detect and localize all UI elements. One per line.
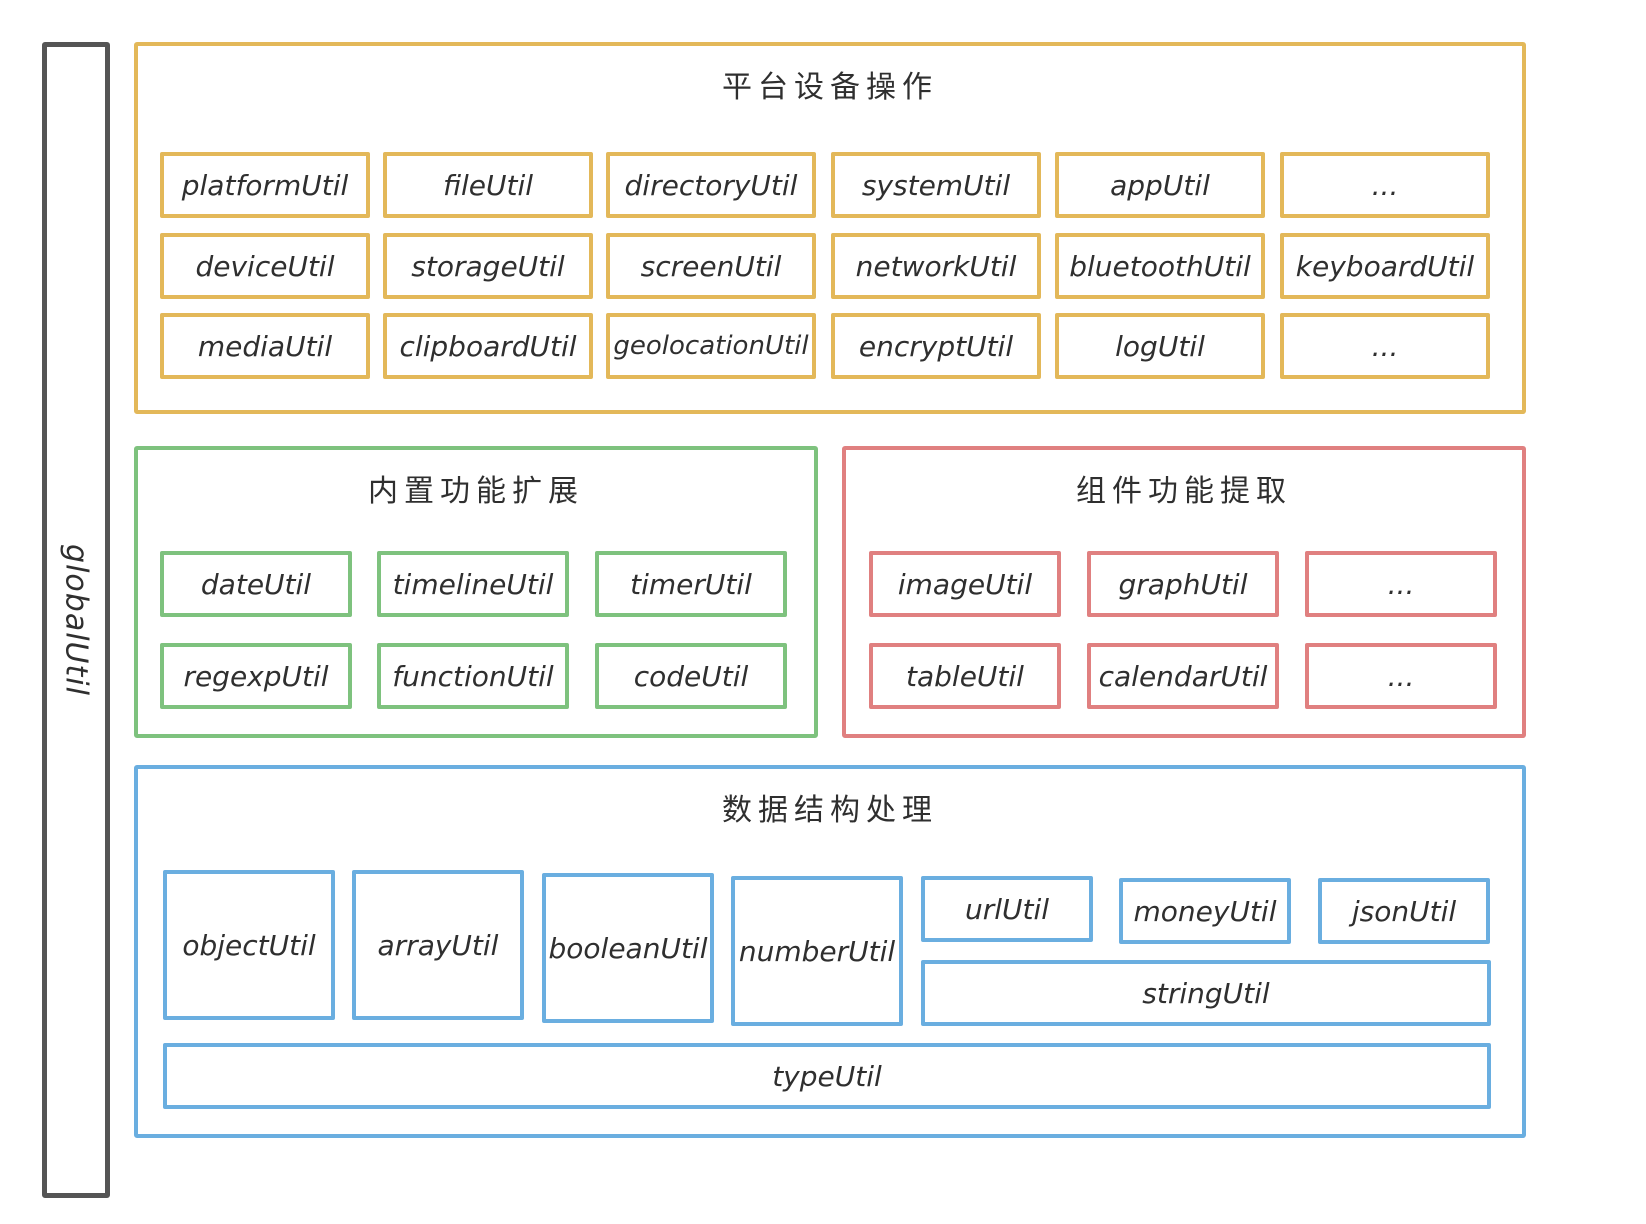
platform-title: 平台设备操作 <box>722 70 938 105</box>
app-util-box: appUtil <box>1055 152 1265 218</box>
component-panel: 组件功能提取 <box>842 446 1526 738</box>
media-util-box: mediaUtil <box>160 313 370 379</box>
boolean-util-box: booleanUtil <box>542 873 714 1023</box>
calendar-util-box: calendarUtil <box>1087 643 1279 709</box>
url-util-box: urlUtil <box>921 876 1093 942</box>
component-more-box-2: ... <box>1305 643 1497 709</box>
timeline-util-box: timelineUtil <box>377 551 569 617</box>
datastruct-title: 数据结构处理 <box>722 793 938 828</box>
device-util-box: deviceUtil <box>160 233 370 299</box>
screen-util-box: screenUtil <box>606 233 816 299</box>
graph-util-box: graphUtil <box>1087 551 1279 617</box>
encrypt-util-box: encryptUtil <box>831 313 1041 379</box>
platform-more-box-2: ... <box>1280 313 1490 379</box>
geolocation-util-box: geolocationUtil <box>606 313 816 379</box>
array-util-box: arrayUtil <box>352 870 524 1020</box>
builtin-title: 内置功能扩展 <box>368 474 584 509</box>
global-util-label: globalUtil <box>58 544 94 696</box>
directory-util-box: directoryUtil <box>606 152 816 218</box>
network-util-box: networkUtil <box>831 233 1041 299</box>
timer-util-box: timerUtil <box>595 551 787 617</box>
table-util-box: tableUtil <box>869 643 1061 709</box>
builtin-panel: 内置功能扩展 <box>134 446 818 738</box>
json-util-box: jsonUtil <box>1318 878 1490 944</box>
file-util-box: fileUtil <box>383 152 593 218</box>
number-util-box: numberUtil <box>731 876 903 1026</box>
code-util-box: codeUtil <box>595 643 787 709</box>
component-title: 组件功能提取 <box>1076 474 1292 509</box>
string-util-box: stringUtil <box>921 960 1491 1026</box>
keyboard-util-box: keyboardUtil <box>1280 233 1490 299</box>
platform-panel: 平台设备操作 <box>134 42 1526 414</box>
platform-more-box-1: ... <box>1280 152 1490 218</box>
type-util-box: typeUtil <box>163 1043 1491 1109</box>
log-util-box: logUtil <box>1055 313 1265 379</box>
money-util-box: moneyUtil <box>1119 878 1291 944</box>
global-util-bar: globalUtil <box>42 42 110 1198</box>
system-util-box: systemUtil <box>831 152 1041 218</box>
platform-util-box: platformUtil <box>160 152 370 218</box>
bluetooth-util-box: bluetoothUtil <box>1055 233 1265 299</box>
object-util-box: objectUtil <box>163 870 335 1020</box>
datastruct-panel: 数据结构处理 <box>134 765 1526 1138</box>
storage-util-box: storageUtil <box>383 233 593 299</box>
clipboard-util-box: clipboardUtil <box>383 313 593 379</box>
date-util-box: dateUtil <box>160 551 352 617</box>
image-util-box: imageUtil <box>869 551 1061 617</box>
component-more-box-1: ... <box>1305 551 1497 617</box>
regexp-util-box: regexpUtil <box>160 643 352 709</box>
function-util-box: functionUtil <box>377 643 569 709</box>
